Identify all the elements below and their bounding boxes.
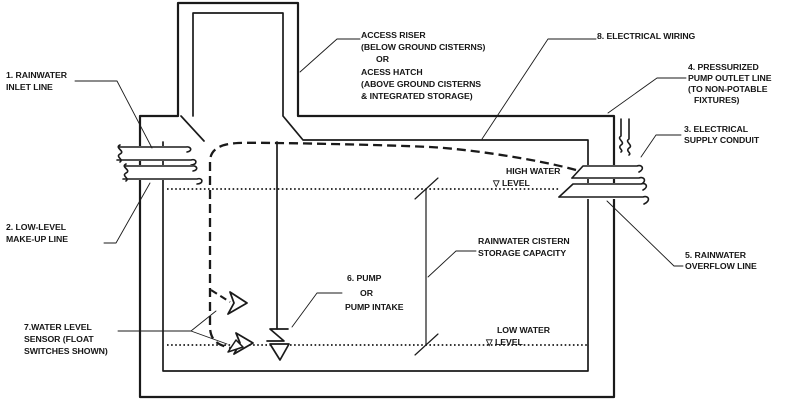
leader-sensor bbox=[117, 310, 228, 345]
tank-outer-wall bbox=[138, 1, 616, 399]
label-line: HIGH WATER bbox=[506, 166, 561, 176]
tank-inner-wall bbox=[162, 12, 589, 372]
float-switch-upper bbox=[227, 291, 248, 315]
label-low-level-makeup-line: 2. LOW-LEVEL MAKE-UP LINE bbox=[6, 221, 68, 245]
label-high-water-level: HIGH WATER ▽ LEVEL bbox=[493, 165, 560, 189]
label-pump-or-pump-intake: 6. PUMP OR PUMP INTAKE bbox=[345, 271, 404, 315]
label-line: 3. ELECTRICAL bbox=[684, 124, 749, 134]
label-line: PUMP INTAKE bbox=[345, 302, 404, 312]
inlet-pipe bbox=[116, 144, 197, 166]
label-line: (BELOW GROUND CISTERNS) bbox=[361, 42, 486, 53]
label-line: RAINWATER CISTERN bbox=[478, 236, 570, 246]
label-line: (TO NON-POTABLE bbox=[688, 84, 768, 94]
label-rainwater-inlet-line: 1. RAINWATER INLET LINE bbox=[6, 69, 67, 93]
label-pressurized-outlet: 4. PRESSURIZED PUMP OUTLET LINE (TO NON-… bbox=[688, 62, 772, 106]
label-line: SUPPLY CONDUIT bbox=[684, 135, 760, 145]
wiring-branch-to-float bbox=[210, 289, 231, 303]
leader-capacity bbox=[427, 250, 477, 278]
label-line: & INTEGRATED STORAGE) bbox=[361, 91, 473, 102]
label-line: SENSOR (FLOAT bbox=[24, 334, 94, 344]
label-line: 2. LOW-LEVEL bbox=[6, 222, 67, 232]
label-electrical-supply-conduit: 3. ELECTRICAL SUPPLY CONDUIT bbox=[684, 124, 759, 146]
leader-pump bbox=[291, 292, 343, 328]
pump-symbol bbox=[266, 328, 289, 342]
label-electrical-wiring: 8. ELECTRICAL WIRING bbox=[597, 30, 695, 42]
water-level-symbol: ▽ bbox=[493, 178, 500, 188]
label-line: 1. RAINWATER bbox=[6, 70, 68, 80]
label-water-level-sensor: 7.WATER LEVEL SENSOR (FLOAT SWITCHES SHO… bbox=[24, 321, 108, 357]
electrical-conduit bbox=[618, 118, 632, 156]
leader-makeup bbox=[103, 182, 151, 244]
makeup-pipe bbox=[122, 163, 203, 185]
leader-overflow bbox=[606, 200, 684, 267]
label-line: OVERFLOW LINE bbox=[685, 261, 757, 271]
overflow-pipe bbox=[558, 182, 650, 205]
label-line: 6. PUMP bbox=[347, 273, 382, 283]
label-low-water-level: LOW WATER ▽ LEVEL bbox=[486, 324, 550, 348]
outlet-pipe bbox=[570, 164, 646, 186]
leader-wiring bbox=[481, 38, 597, 140]
label-line: ACCESS RISER bbox=[361, 30, 426, 40]
label-line-text: LEVEL bbox=[495, 337, 523, 347]
label-line: 8. ELECTRICAL WIRING bbox=[597, 31, 696, 41]
label-line: 4. PRESSURIZED bbox=[688, 62, 759, 72]
dimension-line bbox=[414, 177, 439, 356]
water-level-symbol: ▽ bbox=[486, 337, 493, 347]
label-line: OR bbox=[360, 287, 373, 298]
label-line: ▽ LEVEL bbox=[493, 177, 560, 189]
label-line: (ABOVE GROUND CISTERNS bbox=[361, 78, 482, 89]
leader-conduit bbox=[640, 134, 682, 158]
label-storage-capacity: RAINWATER CISTERN STORAGE CAPACITY bbox=[478, 235, 570, 259]
label-line: STORAGE CAPACITY bbox=[478, 248, 567, 258]
label-line: INLET LINE bbox=[6, 82, 53, 92]
label-line: LOW WATER bbox=[497, 325, 550, 335]
pump-intake-triangle bbox=[269, 343, 290, 361]
label-line-text: LEVEL bbox=[502, 178, 530, 188]
float-switch-lower-tail bbox=[227, 339, 244, 353]
leader-outlet bbox=[607, 77, 687, 114]
label-access-riser-hatch: ACCESS RISER (BELOW GROUND CISTERNS) OR … bbox=[361, 29, 485, 102]
label-line: PUMP OUTLET LINE bbox=[688, 73, 772, 83]
label-line: FIXTURES) bbox=[694, 95, 740, 105]
label-line: OR bbox=[376, 54, 389, 65]
label-line: SWITCHES SHOWN) bbox=[24, 346, 108, 356]
label-line: 5. RAINWATER bbox=[685, 250, 747, 260]
label-line: ACESS HATCH bbox=[361, 66, 423, 77]
label-line: 7.WATER LEVEL bbox=[24, 322, 92, 332]
label-rainwater-overflow-line: 5. RAINWATER OVERFLOW LINE bbox=[685, 250, 757, 272]
label-line: ▽ LEVEL bbox=[486, 336, 550, 348]
leader-inlet bbox=[74, 80, 153, 149]
label-line: MAKE-UP LINE bbox=[6, 234, 68, 244]
leader-access bbox=[299, 38, 361, 73]
